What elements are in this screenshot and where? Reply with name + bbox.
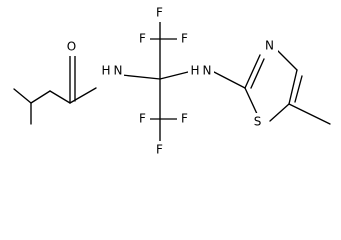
molecule-svg: O H N H N N S F F F bbox=[13, 4, 331, 159]
fluorine-upper-top: F bbox=[152, 4, 167, 22]
svg-text:F: F bbox=[156, 6, 163, 20]
svg-text:F: F bbox=[156, 143, 163, 157]
svg-text:N: N bbox=[265, 39, 274, 53]
amide-nh-group: H N bbox=[100, 62, 124, 80]
bond-amine-nitrogen-to-thiazole-c2 bbox=[213, 71, 246, 89]
svg-text:F: F bbox=[181, 112, 188, 126]
thiazole-sulfur-atom: S bbox=[249, 113, 266, 131]
bond-thiazole-c2-to-n3 bbox=[244, 54, 261, 89]
amine-nh-group: H N bbox=[188, 62, 214, 80]
fluorine-lower-left: F bbox=[135, 110, 150, 128]
bond-thiazole-n3-to-c4 bbox=[275, 48, 298, 71]
chemical-structure-diagram: O H N H N N S F F F bbox=[13, 4, 331, 159]
svg-text:F: F bbox=[181, 32, 188, 46]
bond-ch2-to-carbonyl bbox=[49, 90, 71, 104]
bond-quaternary-to-amine-nitrogen bbox=[159, 71, 189, 80]
bond-methyl-upper bbox=[13, 88, 32, 104]
fluorine-upper-right: F bbox=[177, 30, 192, 48]
bond-amide-nitrogen-to-quaternary-carbon bbox=[121, 74, 161, 80]
svg-text:S: S bbox=[254, 115, 262, 129]
bond-thiazole-c2-to-n3-double bbox=[250, 58, 265, 89]
svg-text:F: F bbox=[139, 32, 146, 46]
svg-text:F: F bbox=[139, 112, 146, 126]
bond-thiazole-c4-to-c5 bbox=[288, 69, 298, 105]
fluorine-upper-left: F bbox=[135, 30, 150, 48]
bond-thiazole-c4-to-c5-double bbox=[294, 75, 303, 103]
svg-text:H: H bbox=[190, 64, 199, 78]
bond-carbonyl-to-amide-nitrogen bbox=[69, 87, 97, 104]
svg-text:N: N bbox=[114, 64, 123, 78]
bond-thiazole-c5-to-s1 bbox=[269, 103, 290, 122]
svg-text:H: H bbox=[101, 64, 110, 78]
svg-text:N: N bbox=[203, 64, 212, 78]
bond-branch-to-ch2 bbox=[30, 90, 51, 104]
fluorine-lower-right: F bbox=[177, 110, 192, 128]
fluorine-lower-bottom: F bbox=[152, 141, 167, 159]
bond-thiazole-s1-to-c2 bbox=[244, 87, 259, 117]
oxygen-atom: O bbox=[63, 38, 80, 56]
bond-thiazole-c5-methyl bbox=[288, 103, 331, 125]
svg-text:O: O bbox=[67, 40, 76, 54]
thiazole-nitrogen-atom: N bbox=[261, 37, 278, 55]
